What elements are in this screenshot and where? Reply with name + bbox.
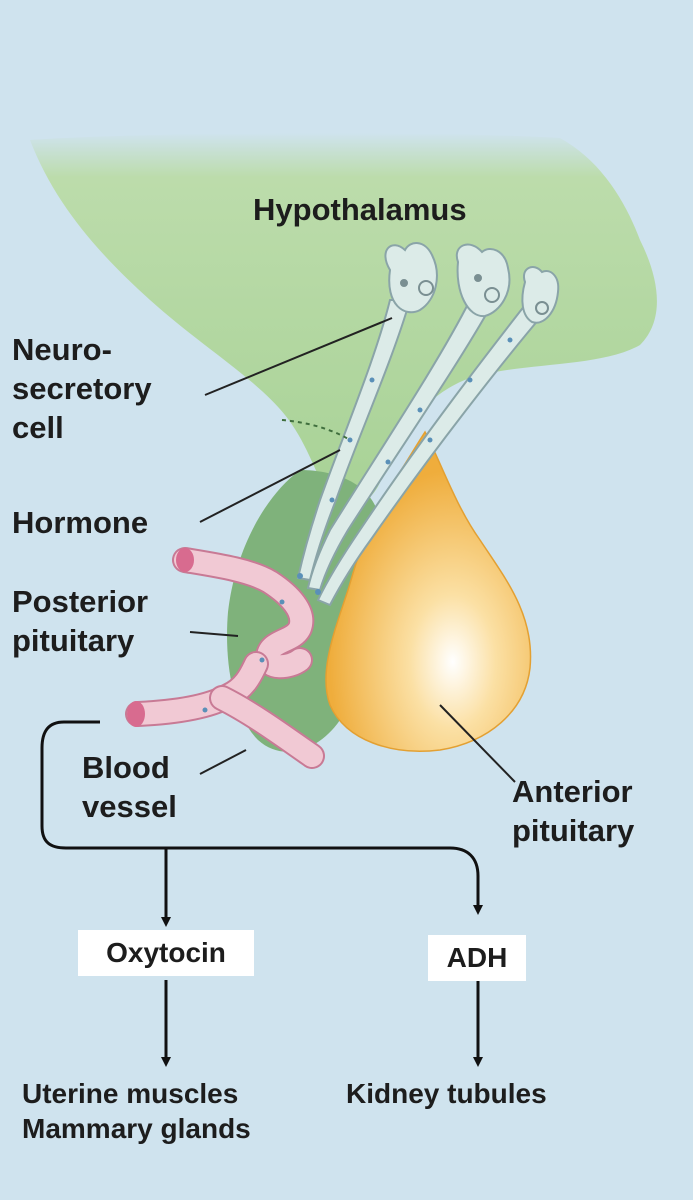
hypothalamus-shape: [30, 132, 657, 506]
flow-arrows: [40, 720, 483, 1067]
leader-anterior: [439, 704, 516, 783]
anterior-line-1: Anterior: [512, 774, 633, 809]
blood-vessel-label: Blood vessel: [82, 748, 177, 826]
leader-neurosecretory: [204, 317, 393, 396]
neurosecretory-line-3: cell: [12, 410, 64, 446]
oxytocin-targets: Uterine muscles Mammary glands: [22, 1076, 251, 1147]
posterior-line-1: Posterior: [12, 584, 149, 619]
blood-vessel-line-2: vessel: [82, 789, 177, 825]
posterior-line-2: pituitary: [12, 623, 135, 659]
neuron-body-2: [455, 243, 511, 318]
target-kidney-tubules: Kidney tubules: [346, 1078, 547, 1109]
neurosecretory-line-2: secretory: [12, 371, 152, 407]
anterior-pituitary-label: Anterior pituitary: [512, 772, 634, 850]
blood-vessel-line-1: Blood: [82, 750, 170, 785]
neurosecretory-cells: [296, 242, 560, 607]
neuron-nuclei: [400, 274, 549, 315]
posterior-pituitary-label: Posterior pituitary: [12, 582, 148, 660]
blood-vessel: [125, 547, 325, 769]
neurosecretory-line-1: Neuro-: [12, 332, 112, 367]
hypothalamus-label: Hypothalamus: [253, 192, 467, 227]
anterior-line-2: pituitary: [512, 813, 635, 849]
neuron-body-1: [384, 242, 438, 314]
target-uterine-muscles: Uterine muscles: [22, 1078, 239, 1109]
arrow-main-path: [40, 720, 483, 915]
leader-posterior: [189, 631, 239, 637]
neuron-axon-3: [316, 303, 547, 607]
adh-targets: Kidney tubules: [346, 1076, 547, 1111]
leader-lines: [189, 317, 516, 783]
target-mammary-glands: Mammary glands: [22, 1113, 251, 1145]
adh-box: ADH: [428, 935, 526, 981]
hypothalamus-boundary: [281, 419, 351, 441]
neurosecretory-cell-label: Neuro- secretory cell: [12, 330, 152, 447]
leader-hormone: [199, 449, 341, 523]
hormone-label: Hormone: [12, 505, 149, 540]
hormone-granules: [297, 337, 513, 595]
oxytocin-box: Oxytocin: [78, 930, 254, 976]
neuron-body-3: [521, 266, 560, 324]
leader-blood-vessel: [199, 749, 247, 775]
